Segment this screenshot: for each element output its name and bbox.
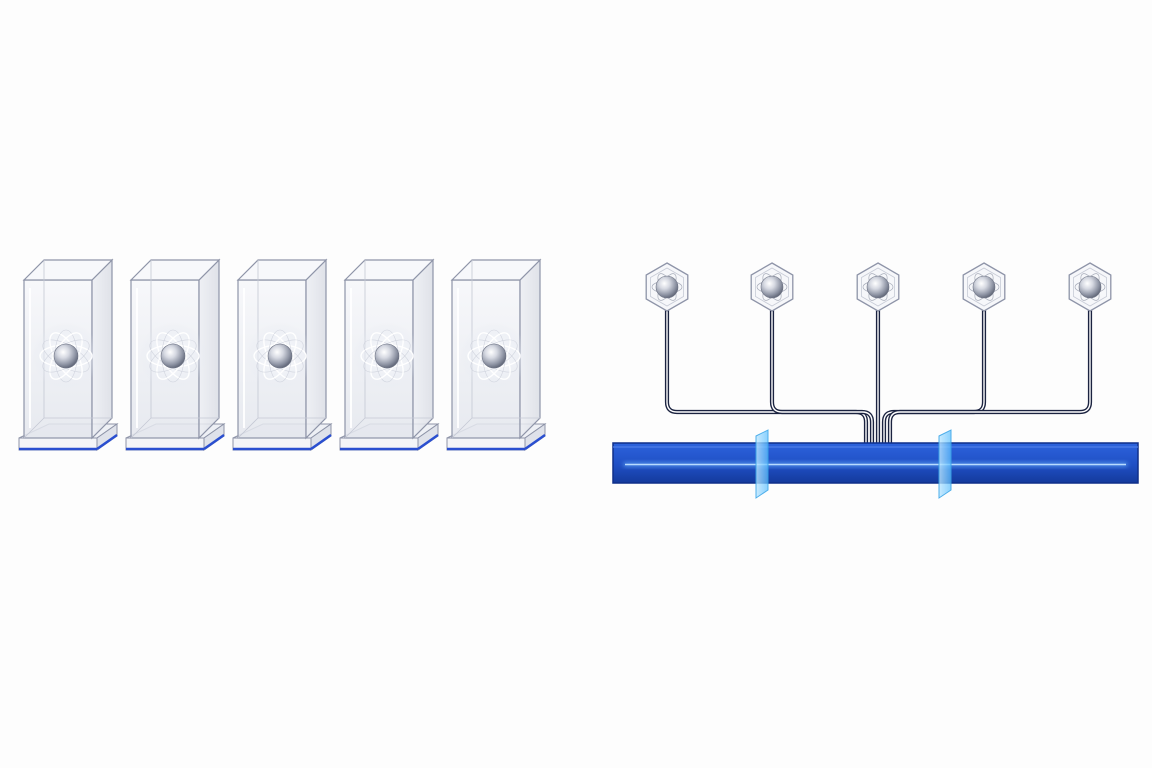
atom-sphere xyxy=(651,273,683,301)
qubit-chamber-array xyxy=(18,258,547,451)
qubit-node-4 xyxy=(962,262,1006,312)
atom-sphere xyxy=(1074,273,1106,301)
atom-sphere xyxy=(862,273,894,301)
atom-sphere xyxy=(246,322,314,390)
qubit-node-2 xyxy=(750,262,794,312)
qubit-bus-network xyxy=(612,262,1139,499)
qubit-node-1 xyxy=(645,262,689,312)
bus-gate-2 xyxy=(938,429,952,499)
atom-sphere xyxy=(139,322,207,390)
connection-wires xyxy=(664,309,1093,443)
qubit-node-5 xyxy=(1068,262,1112,312)
wire xyxy=(881,309,987,443)
qubit-chamber-4 xyxy=(339,258,440,451)
atom-sphere xyxy=(756,273,788,301)
bus-gate-1 xyxy=(755,429,769,499)
qubit-node-3 xyxy=(856,262,900,312)
wire xyxy=(887,309,1093,443)
wire xyxy=(664,309,869,443)
qubit-chamber-1 xyxy=(18,258,119,451)
shared-bus xyxy=(612,442,1139,484)
qubit-chamber-3 xyxy=(232,258,333,451)
atom-sphere xyxy=(460,322,528,390)
qubit-chamber-5 xyxy=(446,258,547,451)
atom-sphere xyxy=(353,322,421,390)
atom-sphere xyxy=(968,273,1000,301)
qubit-chamber-2 xyxy=(125,258,226,451)
wire xyxy=(769,309,875,443)
atom-sphere xyxy=(32,322,100,390)
